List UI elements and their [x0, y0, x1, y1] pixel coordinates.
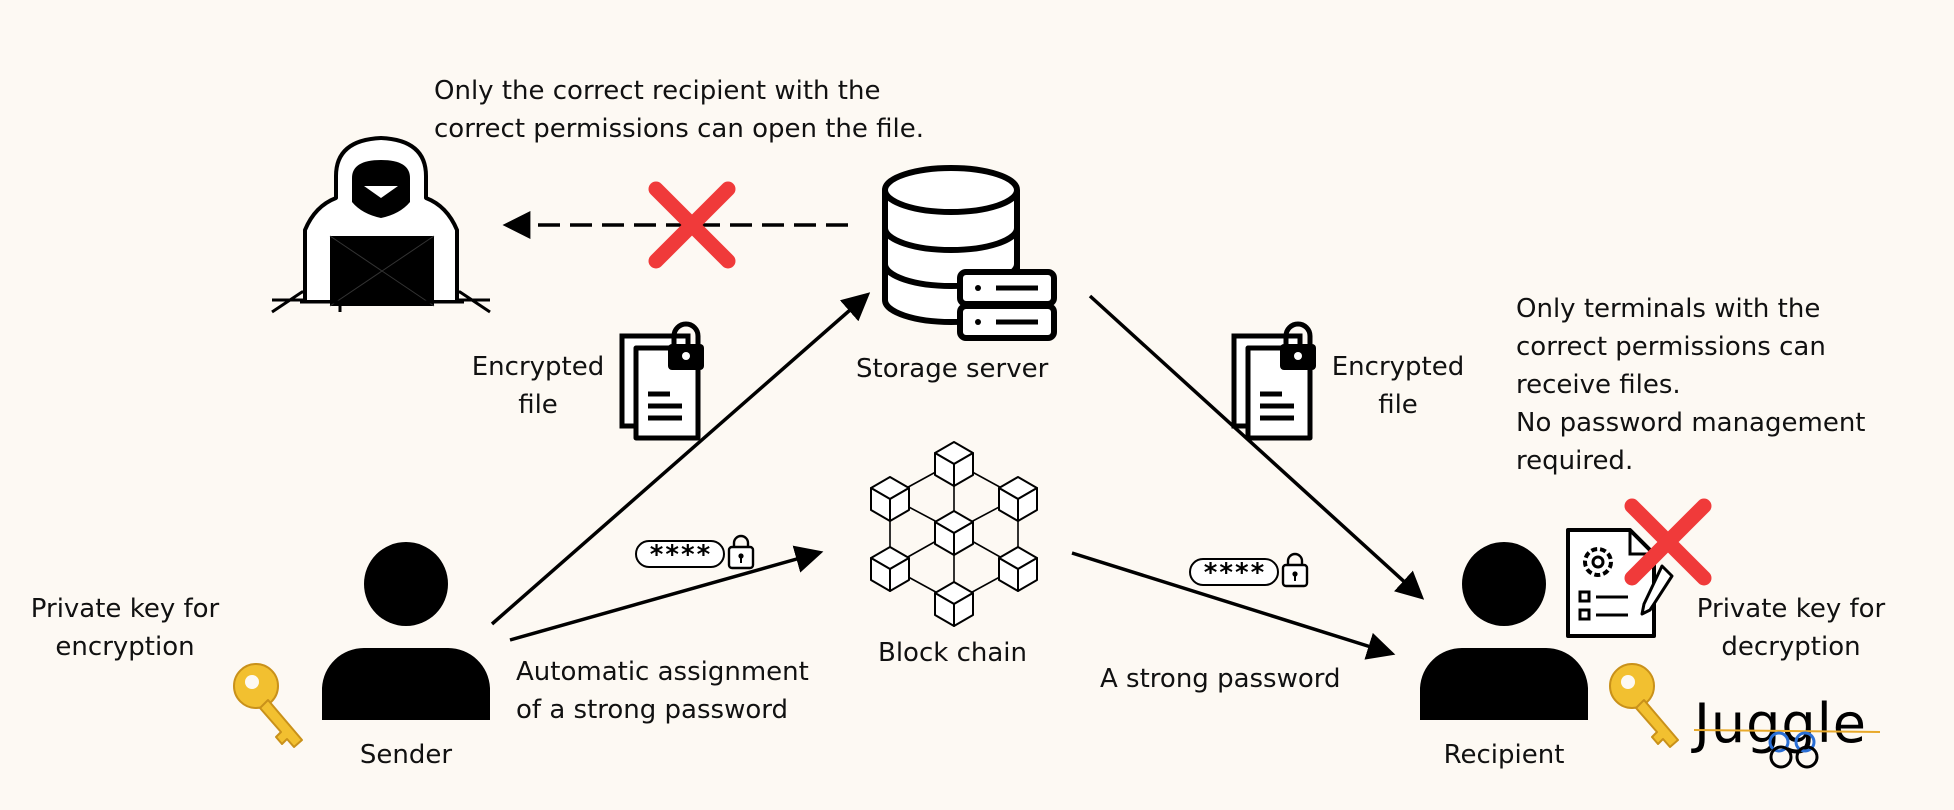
- key-icon: [233, 663, 303, 748]
- person-icon: [322, 542, 490, 720]
- juggle-logo: Juggle: [1691, 692, 1881, 769]
- server-icon: [957, 269, 1057, 341]
- encrypted-file-label-left: Encrypted file: [471, 352, 605, 420]
- password-field-icon: ****: [634, 534, 755, 570]
- note-terminal-permissions: Only terminals with the correct permissi…: [1516, 294, 1866, 476]
- block-chain-label: Block chain: [878, 638, 1027, 668]
- masked-password: ****: [1203, 558, 1266, 588]
- blockchain-icon: [870, 441, 1038, 627]
- document-lock-icon: [1234, 324, 1316, 438]
- decryption-key-label: Private key for decryption: [1696, 594, 1886, 662]
- storage-server-label: Storage server: [856, 354, 1049, 384]
- logo-text: Juggle: [1691, 692, 1867, 755]
- password-to-chain-arrow: [509, 545, 824, 642]
- strong-password-label: A strong password: [1100, 664, 1341, 694]
- person-icon: [1420, 542, 1588, 720]
- sender-label: Sender: [359, 740, 453, 770]
- encryption-key-label: Private key for encryption: [30, 594, 220, 662]
- password-field-icon: ****: [1188, 552, 1309, 588]
- settings-document-icon: [1566, 528, 1674, 638]
- download-arrow: [1088, 294, 1425, 600]
- masked-password: ****: [649, 540, 712, 570]
- key-icon: [1609, 663, 1679, 748]
- note-recipient-permissions: Only the correct recipient with the corr…: [434, 76, 925, 144]
- upload-arrow: [490, 292, 871, 626]
- recipient-label: Recipient: [1443, 740, 1565, 770]
- auto-password-label: Automatic assignment of a strong passwor…: [516, 657, 809, 725]
- document-lock-icon: [622, 324, 704, 438]
- chain-to-recipient-arrow: [1071, 551, 1396, 660]
- hacker-icon: [271, 136, 491, 314]
- encrypted-file-label-right: Encrypted file: [1331, 352, 1465, 420]
